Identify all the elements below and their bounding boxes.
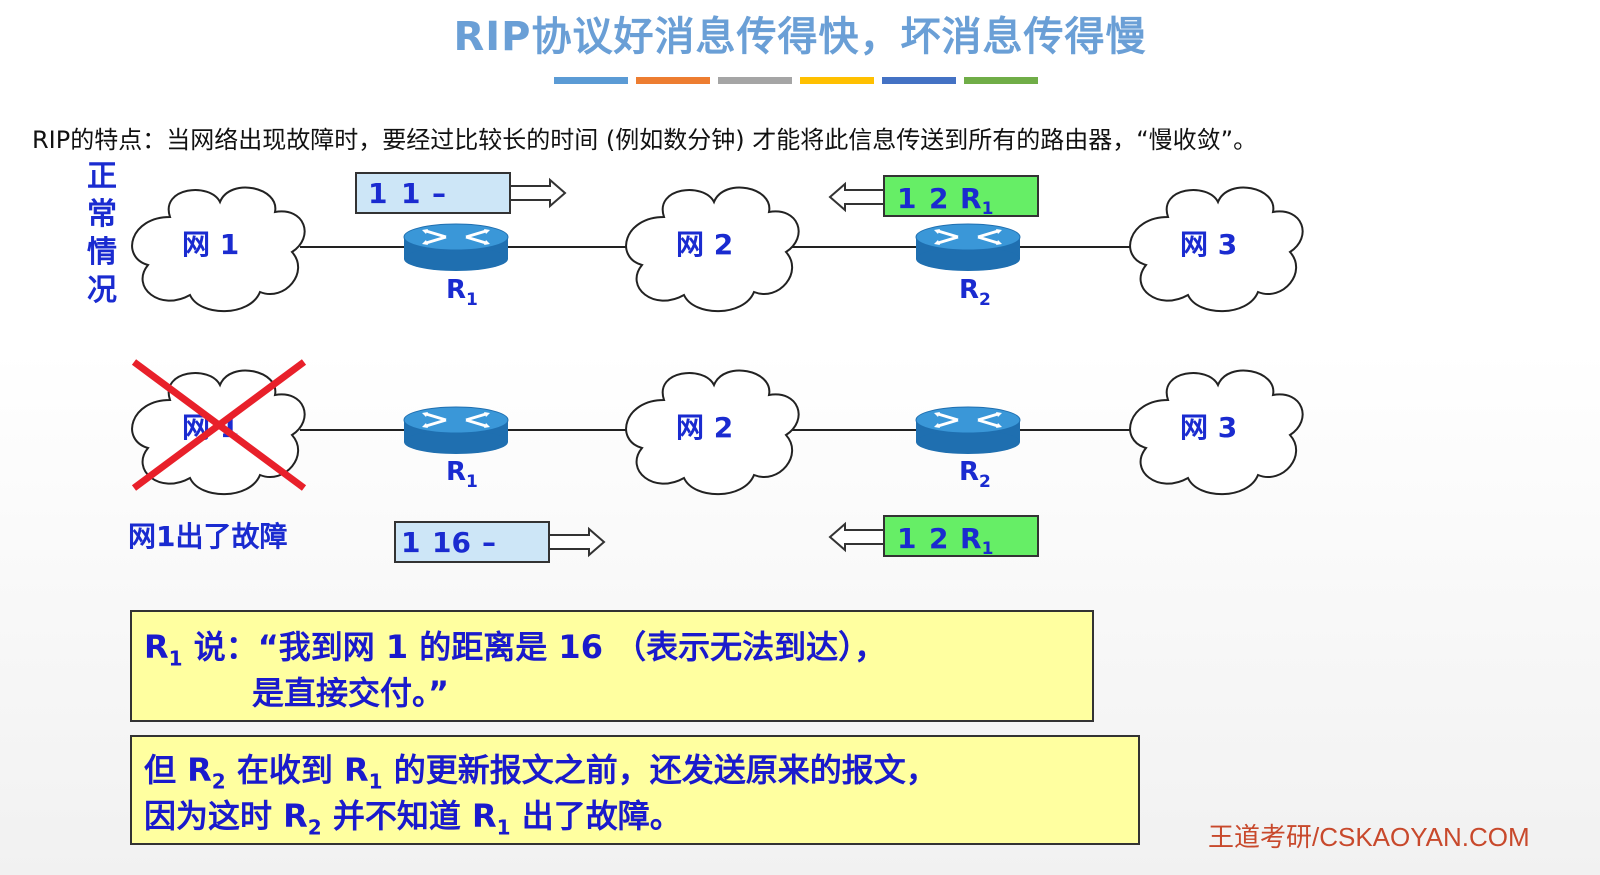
r2-explanation-box: 但 R2 在收到 R1 的更新报文之前，还发送原来的报文， 因为这时 R2 并不… <box>130 735 1140 845</box>
packet-dest: 1 <box>368 177 387 210</box>
normal-case-label: 正 常 情 况 <box>82 158 122 310</box>
title-bar-orange <box>636 77 710 84</box>
side-char: 正 <box>87 159 117 194</box>
packet-r2-update: 1 2 R1 <box>828 175 1039 219</box>
box2-sub: 1 <box>368 769 383 794</box>
packet-next: R1 <box>960 522 993 559</box>
packet-next: – <box>482 526 496 559</box>
box2-text: 但 R <box>144 751 212 789</box>
box2-sub: 2 <box>211 769 226 794</box>
box2-sub: 2 <box>307 815 322 840</box>
fault-label: 网1出了故障 <box>128 520 288 553</box>
packet-dist: 16 <box>432 526 471 559</box>
side-char: 况 <box>87 273 117 308</box>
fault-cross-icon <box>131 359 307 491</box>
title-bar-green <box>964 77 1038 84</box>
net3-label: 网 3 <box>1180 411 1237 444</box>
router-r1-icon <box>402 405 510 456</box>
packet-dist: 2 <box>929 182 948 215</box>
net1-label: 网 1 <box>182 228 239 261</box>
box2-line1: 但 R2 在收到 R1 的更新报文之前，还发送原来的报文， <box>144 745 938 793</box>
r1-base: R <box>144 628 169 666</box>
packet-dist: 2 <box>929 522 948 555</box>
router-r2-icon <box>914 222 1022 273</box>
page-title: RIP协议好消息传得快，坏消息传得慢 <box>453 14 1147 60</box>
net2-label: 网 2 <box>676 411 733 444</box>
intro-text: RIP的特点：当网络出现故障时，要经过比较长的时间 (例如数分钟) 才能将此信息… <box>32 126 1258 154</box>
title-bar-blue <box>554 77 628 84</box>
box2-text: 的更新报文之前，还发送原来的报文， <box>382 751 938 789</box>
packet-dest: 1 <box>897 522 916 555</box>
packet-r1-update-16: 1 16 – <box>394 521 606 563</box>
net2-label: 网 2 <box>676 228 733 261</box>
title-bar-darkblue <box>882 77 956 84</box>
net3-label: 网 3 <box>1180 228 1237 261</box>
box1-line1-text: 说：“我到网 1 的距离是 16 （表示无法到达）， <box>182 628 887 666</box>
router-r2-icon <box>914 405 1022 456</box>
router-r2-label: R2 <box>959 457 991 492</box>
box2-sub: 1 <box>496 815 511 840</box>
top-row: 网 1 网 2 网 3 R1 R2 1 1 – 1 2 R1 <box>131 172 1304 313</box>
router-r1-label: R1 <box>446 457 478 492</box>
packet-dest: 1 <box>401 526 420 559</box>
box2-text: 在收到 R <box>225 751 369 789</box>
packet-next: – <box>432 177 446 210</box>
bottom-row: 网 1 网 2 网 3 R1 R2 1 16 – 1 2 R1 <box>131 359 1304 563</box>
title-bar-yellow <box>800 77 874 84</box>
router-r2-label: R2 <box>959 275 991 310</box>
footer-watermark: 王道考研/CSKAOYAN.COM <box>1208 822 1530 852</box>
box2-text: 并不知道 R <box>321 797 497 835</box>
box2-text: 因为这时 R <box>144 797 308 835</box>
router-r1-label: R1 <box>446 275 478 310</box>
r1-sub: 1 <box>168 646 183 671</box>
packet-r1-update: 1 1 – <box>355 172 567 214</box>
box1-line2: 是直接交付。” <box>252 674 450 712</box>
side-char: 常 <box>87 197 117 232</box>
packet-r2-update: 1 2 R1 <box>828 515 1039 559</box>
packet-dist: 1 <box>401 177 420 210</box>
box2-line2: 因为这时 R2 并不知道 R1 出了故障。 <box>144 791 682 839</box>
r1-statement-box: R1 说：“我到网 1 的距离是 16 （表示无法到达）， 是直接交付。” <box>130 610 1094 722</box>
title-bar-gray <box>718 77 792 84</box>
packet-dest: 1 <box>897 182 916 215</box>
box1-line1: R1 说：“我到网 1 的距离是 16 （表示无法到达）， <box>144 622 886 670</box>
packet-next: R1 <box>960 182 993 219</box>
router-r1-icon <box>402 222 510 273</box>
title-underline-bars <box>554 77 1038 84</box>
box2-text: 出了故障。 <box>510 797 682 835</box>
side-char: 情 <box>87 235 117 270</box>
